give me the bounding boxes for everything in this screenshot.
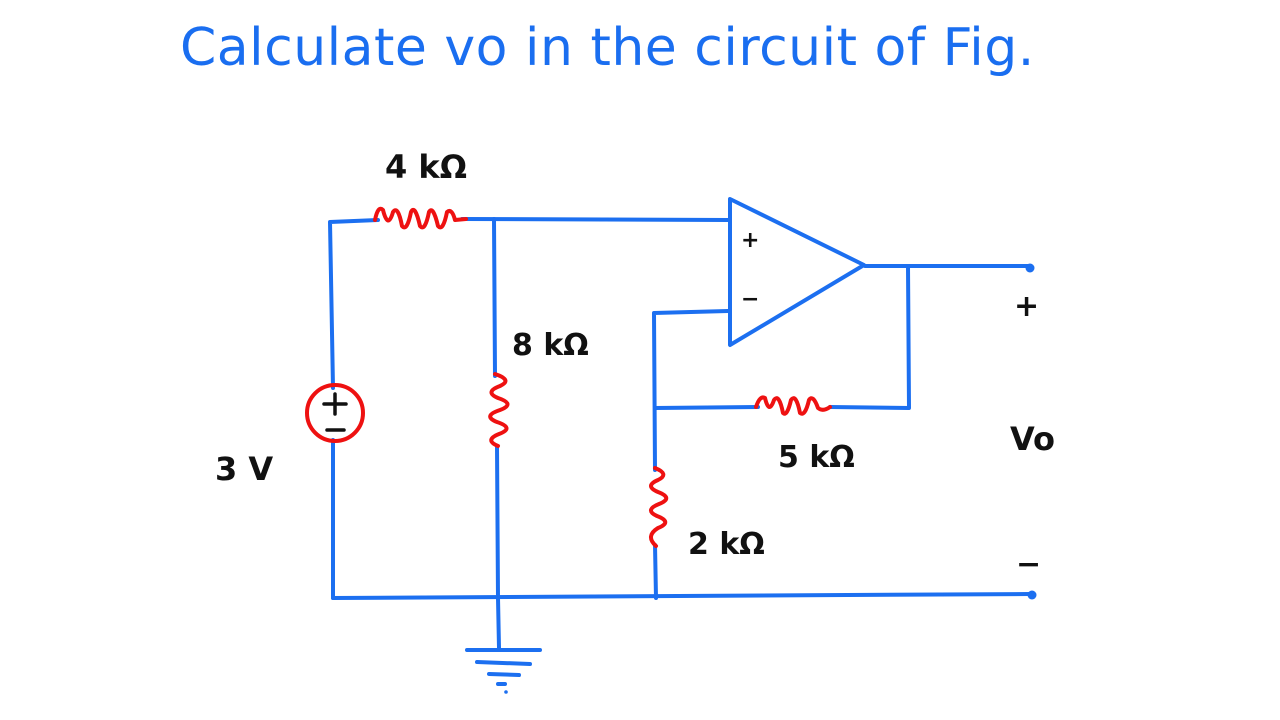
wire-top-to-opamp [460,217,730,222]
label-2k: 2 kΩ [688,527,765,562]
wire-feedback-left [653,405,760,410]
problem-title: Calculate vo in the circuit of Fig. [180,18,1035,78]
label-4k: 4 kΩ [385,148,467,186]
label-3v: 3 V [215,450,273,488]
resistor-2k [649,466,669,548]
resistor-4k [373,206,468,230]
wire-ground-stub [496,596,501,650]
resistor-8k [488,372,510,448]
output-plus-label: + [1014,289,1039,324]
opamp-minus-label: − [741,287,759,312]
wire-inverting-input [652,309,730,600]
voltage-source-icon [305,383,365,443]
wire-feedback-right [828,264,911,410]
output-terminal-plus [1025,263,1035,273]
output-terminal-minus [1027,590,1037,600]
wire-left-top [328,218,380,600]
resistor-5k [754,395,832,416]
wire-8k-branch [492,217,500,600]
wire-ground-rail [331,592,1032,600]
label-5k: 5 kΩ [778,440,855,475]
label-8k: 8 kΩ [512,328,589,363]
output-vo-label: Vo [1010,420,1055,458]
opamp-triangle [728,197,866,347]
output-minus-label: − [1016,547,1041,582]
opamp-plus-label: + [741,228,759,253]
ground-icon [465,648,542,694]
